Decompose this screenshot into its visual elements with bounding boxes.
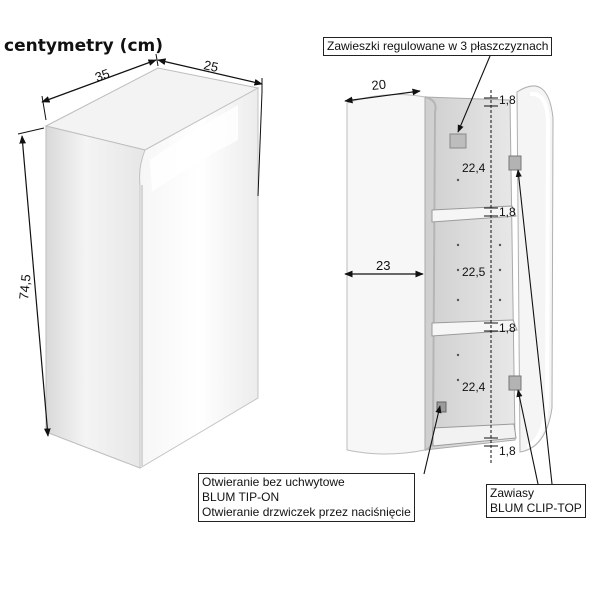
body-front-edge (424, 96, 437, 451)
dimension-inner-width: 23 (344, 258, 424, 278)
thickness-label-1: 1,8 (499, 93, 516, 107)
door-inner-highlight (526, 91, 551, 449)
dimension-width: 35 (41, 53, 159, 121)
compartment-height-2: 22,5 (462, 265, 486, 279)
cabinet-front-door (139, 87, 259, 469)
callout-hangers: Zawieszki regulowane w 3 płaszczyznach (323, 37, 553, 56)
dimension-width-label: 35 (93, 66, 112, 85)
dimension-open-width: 20 (344, 77, 421, 104)
dimension-depth-label: 25 (202, 57, 219, 75)
cabinet-side-face (45, 125, 146, 469)
unit-title: centymetry (cm) (4, 36, 164, 56)
compartment-height-3: 22,4 (462, 380, 486, 394)
compartment-height-1: 22,4 (462, 161, 486, 175)
callout-hinges-line-2: BLUM CLIP-TOP (490, 501, 582, 515)
callout-tipon-line-3: Otwieranie drzwiczek przez naciśnięcie (202, 505, 411, 519)
dimension-vertical-chain (484, 90, 498, 465)
dimension-height: 74,5 (16, 127, 51, 437)
callout-hangers-text: Zawieszki regulowane w 3 płaszczyznach (327, 39, 549, 53)
callout-tipon: Otwieranie bez uchwytowe BLUM TIP-ON Otw… (198, 473, 415, 522)
callout-hinges-line-1: Zawiasy (490, 486, 535, 500)
shelf-bottom (431, 319, 518, 337)
thickness-label-2: 1,8 (499, 205, 516, 219)
thickness-label-3: 1,8 (499, 321, 516, 335)
wall-hanger (449, 133, 467, 149)
callout-hinges: Zawiasy BLUM CLIP-TOP (486, 484, 586, 518)
open-cabinet-interior (424, 96, 516, 451)
shelf-top (431, 205, 517, 223)
callout-tipon-line-2: BLUM TIP-ON (202, 490, 280, 504)
depth-reference-line (257, 91, 263, 197)
thickness-label-4: 1,8 (499, 444, 516, 458)
dimension-depth: 25 (157, 57, 263, 92)
tipon-latch (436, 401, 447, 413)
dimension-open-width-label: 20 (371, 77, 387, 93)
dimension-inner-width-label: 23 (376, 258, 390, 273)
dimension-height-label: 74,5 (16, 274, 34, 301)
door-highlight (150, 105, 238, 192)
callout-tipon-line-1: Otwieranie bez uchwytowe (202, 475, 345, 489)
closed-cabinet (44, 67, 260, 469)
shelf-pin-holes (456, 178, 502, 382)
leader-lines (423, 55, 553, 485)
hinge-bottom (508, 375, 522, 391)
hinge-top (508, 155, 522, 171)
open-cabinet (346, 85, 554, 455)
bottom-panel (432, 423, 517, 447)
